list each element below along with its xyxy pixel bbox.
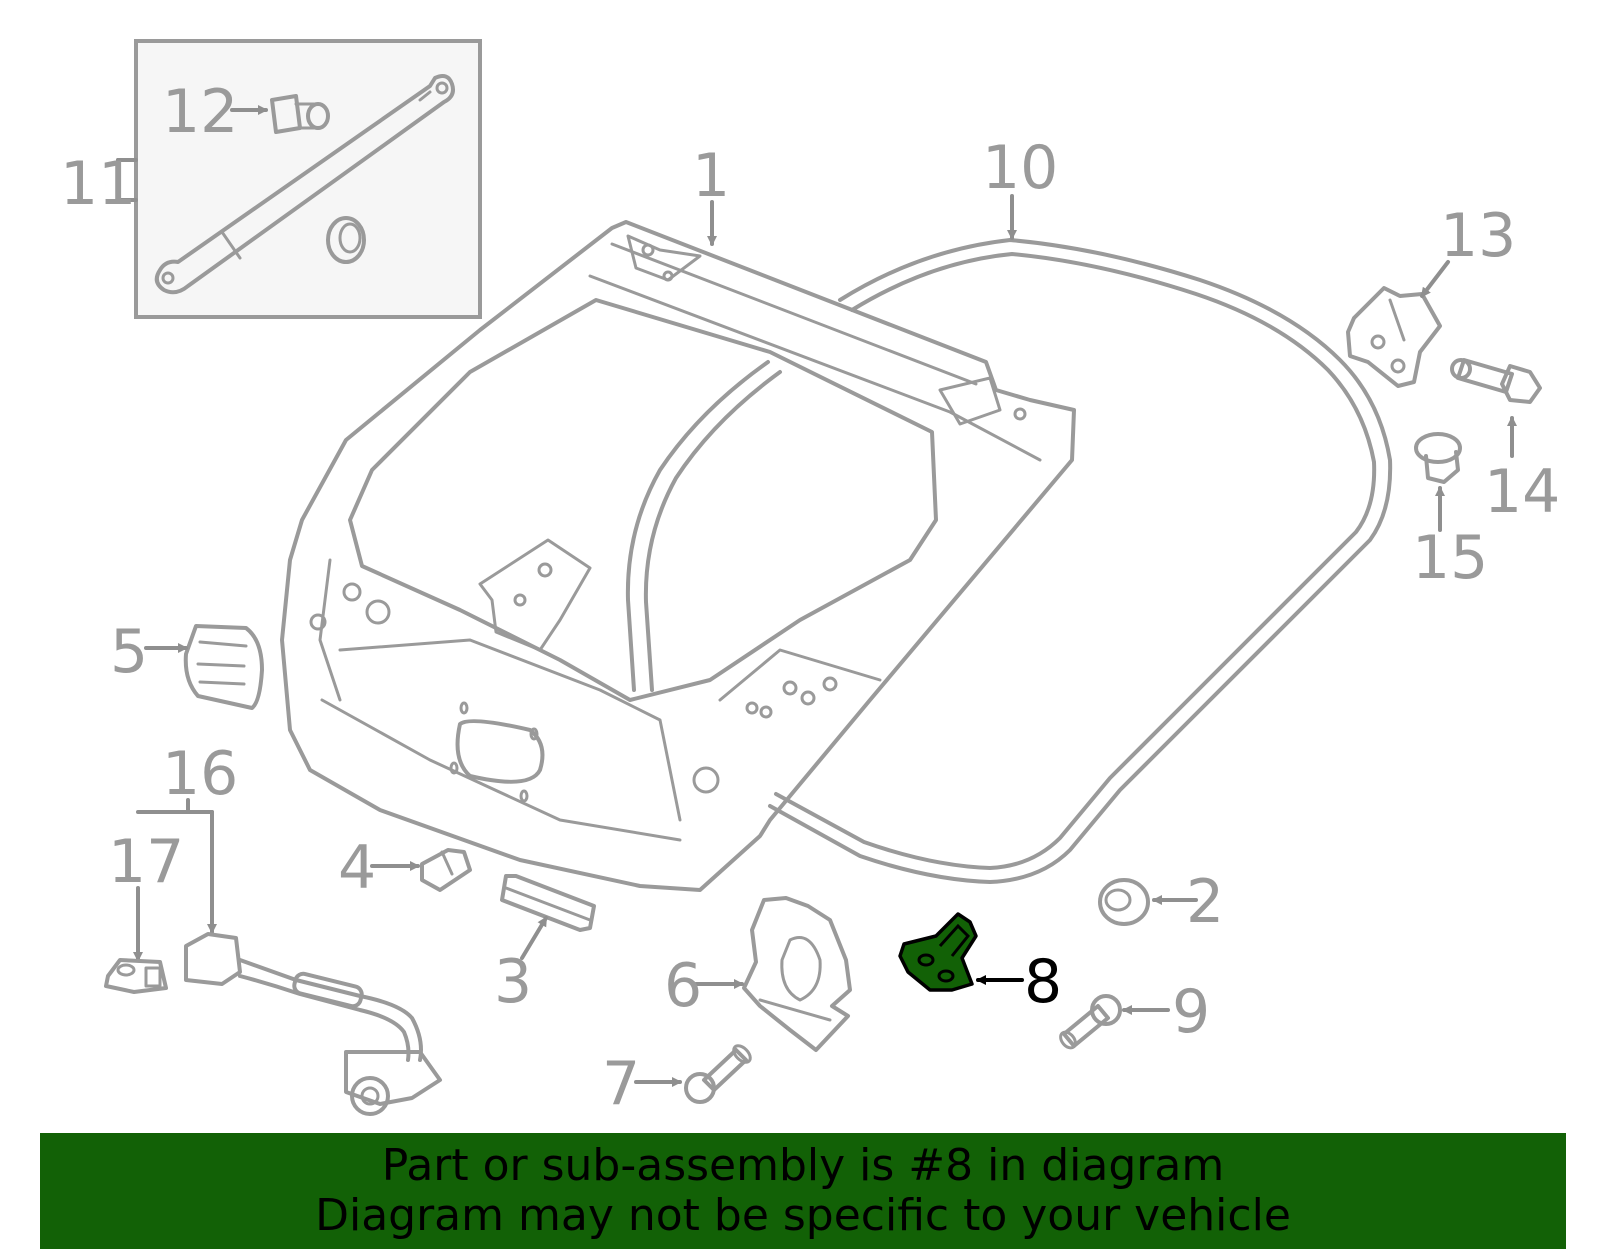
callout-11: 11 (60, 149, 136, 219)
callout-2: 2 (1186, 867, 1224, 937)
banner-line-part: Part or sub-assembly is #8 in diagram (381, 1140, 1225, 1191)
striker-bolt[interactable] (1058, 994, 1122, 1051)
callout-8: 8 (1024, 947, 1062, 1017)
gas-strut[interactable] (154, 74, 455, 295)
callout-1: 1 (692, 141, 730, 211)
callout-5: 5 (110, 617, 148, 687)
ball-stud[interactable] (270, 94, 330, 134)
callout-15: 15 (1412, 523, 1488, 593)
strut-grommet[interactable] (326, 216, 366, 264)
banner-line-disclaimer: Diagram may not be specific to your vehi… (315, 1190, 1291, 1241)
camera-cover[interactable] (104, 958, 168, 994)
striker-highlighted[interactable] (898, 912, 978, 992)
hinge-nut[interactable] (1414, 432, 1462, 484)
tailgate-handle[interactable] (183, 624, 264, 710)
callout-7: 7 (602, 1049, 640, 1119)
callout-9: 9 (1172, 977, 1210, 1047)
callout-10: 10 (982, 133, 1058, 203)
callout-3: 3 (494, 947, 532, 1017)
info-banner: Part or sub-assembly is #8 in diagram Di… (40, 1133, 1566, 1249)
release-switch[interactable] (420, 848, 472, 892)
tailgate-latch[interactable] (742, 896, 852, 1052)
callout-16: 16 (162, 739, 238, 809)
rubber-bumper[interactable] (1098, 878, 1150, 926)
tailgate-panel[interactable] (280, 220, 1076, 892)
callout-6: 6 (664, 951, 702, 1021)
latch-bolt[interactable] (684, 1043, 753, 1104)
rear-camera[interactable] (184, 932, 442, 1116)
camera-bracket-lines (136, 798, 214, 814)
weatherstrip[interactable] (625, 238, 1393, 884)
callout-17: 17 (108, 827, 184, 897)
callout-13: 13 (1440, 201, 1516, 271)
hinge-bolt[interactable] (1450, 358, 1542, 404)
strut-inset-box (116, 39, 482, 319)
callout-14: 14 (1484, 457, 1560, 527)
tailgate-hinge[interactable] (1346, 286, 1442, 388)
callout-4: 4 (338, 833, 376, 903)
callout-12: 12 (162, 77, 238, 147)
garnish-strip[interactable] (500, 874, 596, 932)
